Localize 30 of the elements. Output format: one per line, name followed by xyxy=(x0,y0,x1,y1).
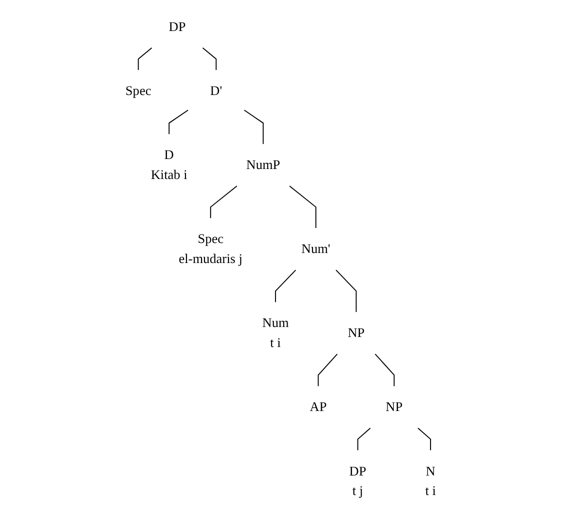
connector xyxy=(418,428,432,451)
node-text: NumP xyxy=(246,157,281,172)
node-label: Kitab i xyxy=(151,167,188,182)
connector xyxy=(358,428,372,451)
node-label: t i xyxy=(426,483,436,498)
connector xyxy=(275,270,296,303)
node-label: el-mudaris j xyxy=(179,251,243,266)
node-text: DP xyxy=(350,463,367,478)
node-text: NP xyxy=(386,399,403,414)
connector xyxy=(138,47,153,70)
connector xyxy=(375,354,395,387)
connector xyxy=(289,186,317,229)
node-text: NP xyxy=(348,325,366,340)
node-text: D' xyxy=(210,83,222,98)
node-text: Num' xyxy=(302,241,331,256)
node-label: t i xyxy=(270,335,282,350)
node-label: t j xyxy=(352,483,364,498)
connector xyxy=(168,110,189,135)
node-text: D xyxy=(164,147,174,162)
node-text: DP xyxy=(169,19,186,34)
node-text: Num xyxy=(262,315,290,330)
node-text: Spec xyxy=(198,231,224,246)
connector xyxy=(336,270,358,313)
connector xyxy=(244,110,264,145)
connector xyxy=(210,186,238,219)
node-text: AP xyxy=(310,399,328,414)
connector xyxy=(202,47,217,70)
node-text: N xyxy=(426,463,436,478)
connector xyxy=(318,354,338,387)
node-text: Spec xyxy=(126,83,152,98)
